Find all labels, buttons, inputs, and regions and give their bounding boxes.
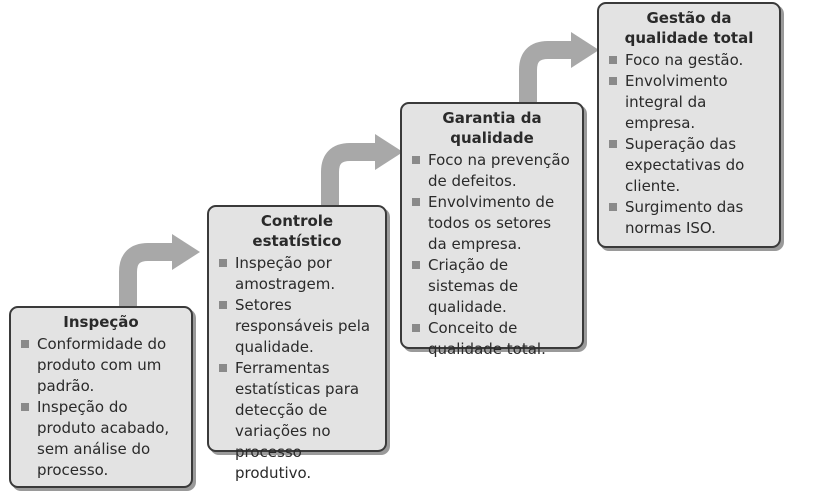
square-bullet-icon	[609, 56, 617, 64]
stage-list: Conformidade do produto com um padrão. I…	[19, 334, 183, 481]
square-bullet-icon	[412, 156, 420, 164]
square-bullet-icon	[21, 340, 29, 348]
square-bullet-icon	[219, 364, 227, 372]
list-item-text: Envolvimento integral da empresa.	[625, 72, 728, 132]
list-item: Setores responsáveis pela qualidade.	[217, 295, 377, 358]
list-item-text: Conformidade do produto com um padrão.	[37, 335, 167, 395]
stage-list: Inspeção por amostragem. Setores respons…	[217, 253, 377, 484]
list-item: Conceito de qualidade total.	[410, 318, 574, 360]
list-item: Superação das expectativas do cliente.	[607, 134, 771, 197]
stage-list: Foco na prevenção de defeitos. Envolvime…	[410, 150, 574, 360]
list-item-text: Criação de sistemas de qualidade.	[428, 256, 519, 316]
stage-box-controle-estatistico: Controle estatístico Inspeção por amostr…	[207, 205, 387, 482]
square-bullet-icon	[412, 261, 420, 269]
list-item-text: Setores responsáveis pela qualidade.	[235, 296, 371, 356]
stage-box-gestao-da-qualidade-total: Gestão da qualidade total Foco na gestão…	[597, 2, 781, 248]
list-item: Foco na gestão.	[607, 50, 771, 71]
list-item: Envolvimento integral da empresa.	[607, 71, 771, 134]
list-item-text: Foco na prevenção de defeitos.	[428, 151, 570, 190]
square-bullet-icon	[609, 140, 617, 148]
list-item: Inspeção do produto acabado, sem análise…	[19, 397, 183, 481]
square-bullet-icon	[219, 301, 227, 309]
arrow-icon	[119, 234, 200, 306]
square-bullet-icon	[21, 403, 29, 411]
stage-box-inspecao: Inspeção Conformidade do produto com um …	[9, 306, 193, 488]
stage-title: Controle estatístico	[252, 212, 342, 250]
list-item-text: Surgimento das normas ISO.	[625, 198, 744, 237]
stage-title: Garantia da qualidade	[442, 109, 542, 147]
stage-title: Inspeção	[63, 313, 139, 331]
list-item-text: Superação das expectativas do cliente.	[625, 135, 745, 195]
list-item-text: Inspeção por amostragem.	[235, 254, 336, 293]
list-item: Conformidade do produto com um padrão.	[19, 334, 183, 397]
list-item-text: Conceito de qualidade total.	[428, 319, 546, 358]
list-item-text: Ferramentas estatísticas para detecção d…	[235, 359, 360, 482]
list-item: Ferramentas estatísticas para detecção d…	[217, 358, 377, 484]
stage-box-garantia-da-qualidade: Garantia da qualidade Foco na prevenção …	[400, 102, 584, 358]
list-item: Surgimento das normas ISO.	[607, 197, 771, 239]
list-item: Inspeção por amostragem.	[217, 253, 377, 295]
square-bullet-icon	[412, 324, 420, 332]
list-item-text: Foco na gestão.	[625, 51, 744, 69]
list-item: Envolvimento de todos os setores da empr…	[410, 192, 574, 255]
list-item-text: Inspeção do produto acabado, sem análise…	[37, 398, 170, 479]
square-bullet-icon	[219, 259, 227, 267]
arrow-icon	[519, 32, 599, 102]
stage-title: Gestão da qualidade total	[624, 9, 754, 47]
square-bullet-icon	[609, 203, 617, 211]
square-bullet-icon	[412, 198, 420, 206]
stage-list: Foco na gestão. Envolvimento integral da…	[607, 50, 771, 239]
arrow-icon	[321, 134, 403, 205]
list-item: Foco na prevenção de defeitos.	[410, 150, 574, 192]
list-item: Criação de sistemas de qualidade.	[410, 255, 574, 318]
square-bullet-icon	[609, 77, 617, 85]
list-item-text: Envolvimento de todos os setores da empr…	[428, 193, 555, 253]
